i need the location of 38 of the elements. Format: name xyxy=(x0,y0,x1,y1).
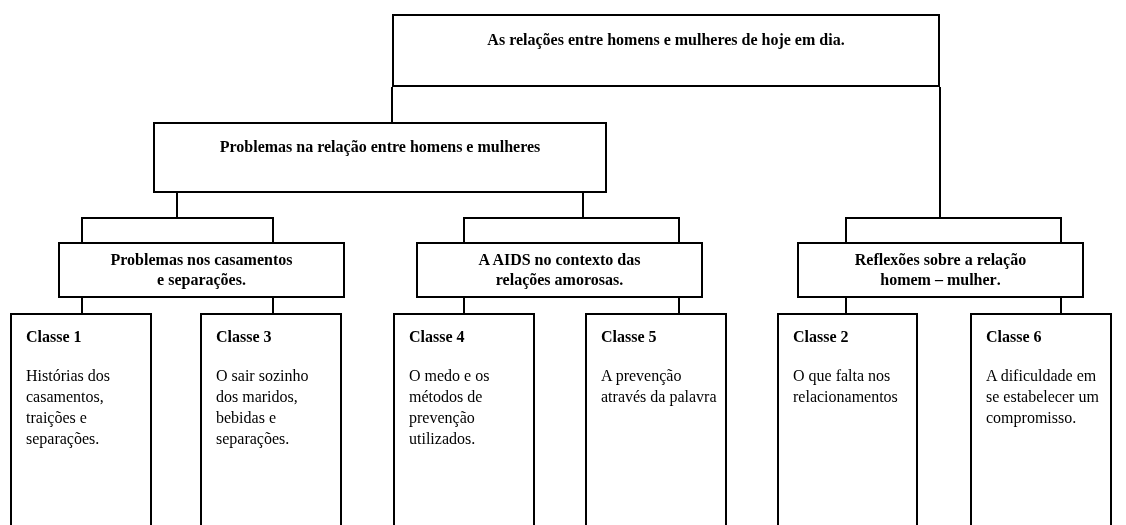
topic-box xyxy=(153,122,607,193)
connector-line xyxy=(463,297,465,314)
connector-line xyxy=(463,192,680,243)
class-description: Histórias dos casamentos, traições e separações. xyxy=(26,366,111,449)
class-heading: Classe 3 xyxy=(216,327,272,347)
connector-line xyxy=(845,86,1062,243)
class-box xyxy=(777,313,918,525)
topic-box xyxy=(416,242,703,298)
connector-line xyxy=(81,192,274,243)
class-heading: Classe 5 xyxy=(601,327,657,347)
topic-title: Reflexões sobre a relação homem – mulher. xyxy=(853,250,1028,290)
topic-box xyxy=(392,14,940,87)
connector-line xyxy=(391,86,393,123)
class-description: O sair sozinho dos maridos, bebidas e separações. xyxy=(216,366,310,449)
class-heading: Classe 4 xyxy=(409,327,465,347)
topic-title: Problemas na relação entre homens e mulheres xyxy=(218,137,542,157)
connector-line xyxy=(1060,297,1062,314)
class-heading: Classe 6 xyxy=(986,327,1042,347)
class-description: A prevenção através da palavra xyxy=(601,366,717,407)
class-box xyxy=(200,313,342,525)
topic-box xyxy=(797,242,1084,298)
class-heading: Classe 2 xyxy=(793,327,849,347)
connector-line xyxy=(678,297,680,314)
class-heading: Classe 1 xyxy=(26,327,82,347)
topic-title: A AIDS no contexto das relações amorosas. xyxy=(477,250,642,290)
class-description: O que falta nos relacionamentos xyxy=(793,366,899,407)
connector-line xyxy=(81,297,83,314)
connector-line xyxy=(272,297,274,314)
class-box xyxy=(970,313,1112,525)
class-box xyxy=(585,313,727,525)
class-box xyxy=(10,313,152,525)
topic-box xyxy=(58,242,345,298)
class-box xyxy=(393,313,535,525)
topic-title: As relações entre homens e mulheres de hoje em dia. xyxy=(486,30,846,50)
class-description: A dificuldade em se estabelecer um compromisso. xyxy=(986,366,1100,428)
class-description: O medo e os métodos de prevenção utilizados. xyxy=(409,366,491,449)
connector-line xyxy=(845,297,847,314)
topic-title: Problemas nos casamentos e separações. xyxy=(109,250,294,290)
